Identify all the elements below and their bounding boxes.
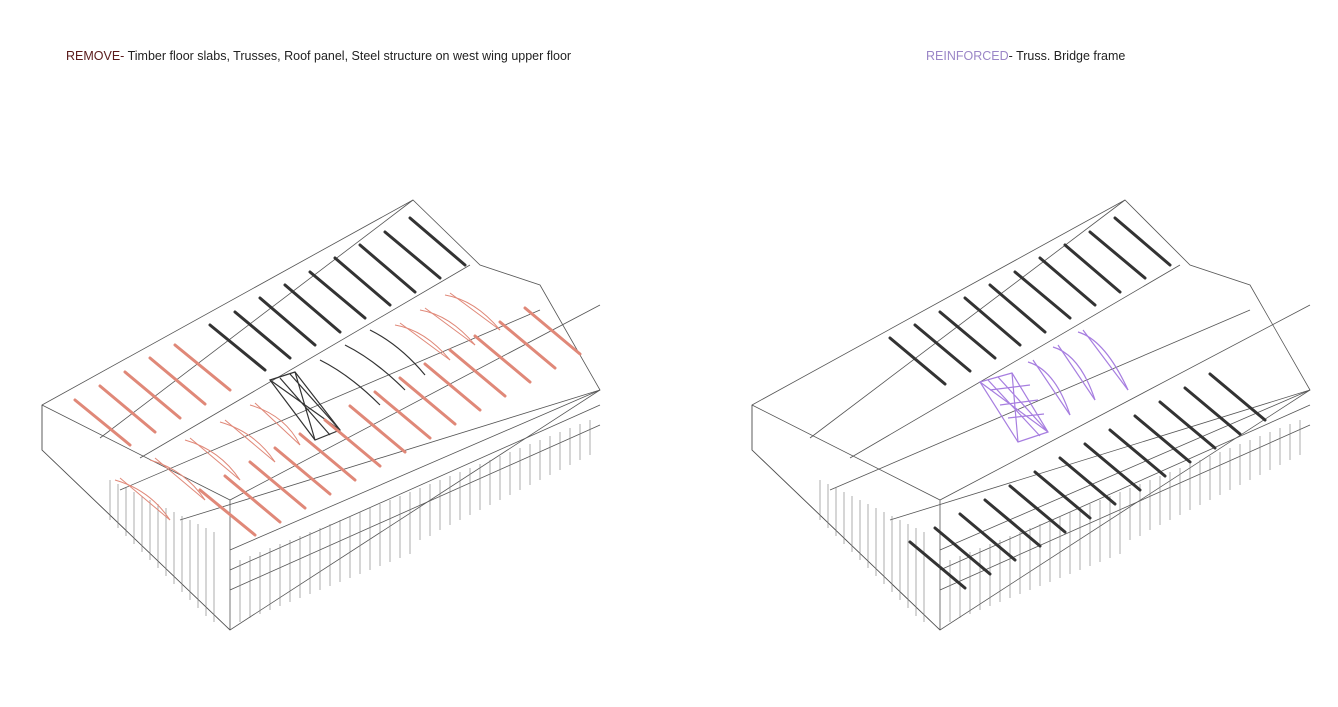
remove-description: Timber floor slabs, Trusses, Roof panel,… xyxy=(124,49,572,63)
axonometric-building-remove-icon xyxy=(41,199,601,631)
axonometric-building-reinforced-icon xyxy=(751,199,1311,631)
reinforced-description: - Truss. Bridge frame xyxy=(1008,49,1126,63)
reinforced-axonometric-diagram xyxy=(750,190,1315,640)
remove-keyword: REMOVE- xyxy=(66,49,125,63)
remove-caption: REMOVE- Timber floor slabs, Trusses, Roo… xyxy=(66,49,571,63)
reinforced-caption: REINFORCED- Truss. Bridge frame xyxy=(926,49,1125,63)
reinforced-keyword: REINFORCED xyxy=(926,49,1009,63)
remove-axonometric-diagram xyxy=(40,190,610,640)
